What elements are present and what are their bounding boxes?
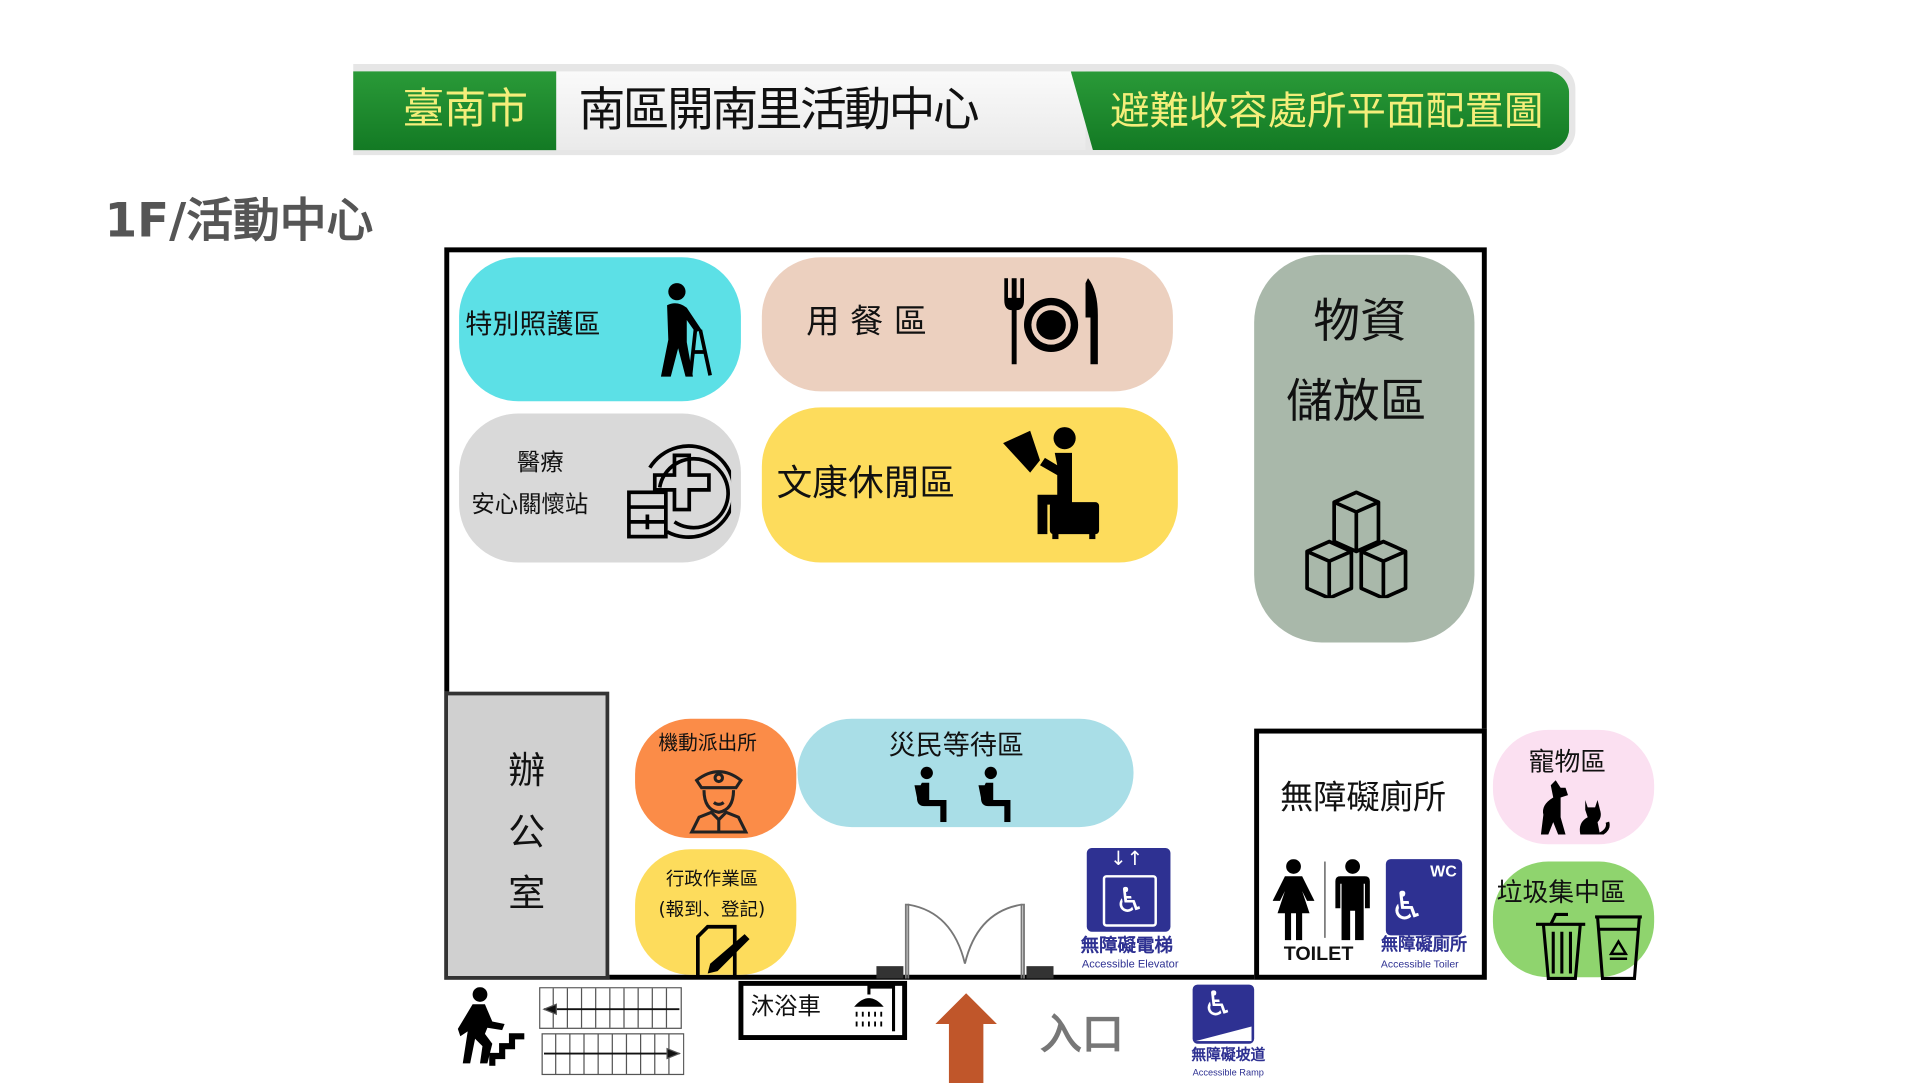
medical-cross-icon [627,444,732,539]
entrance-label: 入口 [1040,1010,1124,1060]
entrance-arrow-icon [935,993,997,1083]
zone-garbage [1492,861,1655,978]
ramp-label-en: Accessible Ramp [1192,1067,1264,1079]
person-climbing-stairs-icon [457,987,525,1066]
recreation-label: 文康休閒區 [776,461,956,504]
wheelchair-icon: ♿ [1102,875,1157,927]
banner-plan-title: 避難收容處所平面配置圖 [1110,87,1544,135]
seated-person-icon [978,766,1011,823]
wheelchair-icon: ♿ [1389,882,1425,930]
ramp-slope-icon [1195,1026,1252,1042]
trash-recycle-icon [1536,912,1642,981]
person-reading-icon [1003,427,1100,540]
toilet-label: TOILET [1283,944,1354,965]
zone-dining [761,257,1173,392]
office-label-2: 公 [508,811,546,855]
staircase [539,987,685,1076]
pet-label: 寵物區 [1528,747,1607,777]
elevator-label-en: Accessible Elevator [1081,957,1179,970]
police-label: 機動派出所 [658,731,757,755]
wc-label: WC [1430,861,1457,881]
shower-truck-label: 沐浴車 [750,993,821,1021]
banner-city-block [353,71,557,151]
elevator-arrows-icon: ↓↑ [1110,846,1144,871]
zone-admin [635,849,797,975]
ramp-label-cn: 無障礙坡道 [1191,1046,1266,1064]
plate-cutlery-icon [1004,278,1098,365]
medical-label-1: 醫療 [516,449,564,477]
admin-label-2: (報到、登記) [658,898,766,921]
accessible-elevator-sign: ↓↑ ♿ [1086,846,1171,932]
accessible-toilet-label-en: Accessible Toiler [1380,957,1459,970]
edit-document-icon [696,924,750,979]
banner-venue-block [556,71,1086,151]
building-outline [444,247,1487,980]
toilet-divider [1324,861,1326,938]
special-care-label: 特別照護區 [465,310,601,341]
storage-label-2: 儲放區 [1286,374,1427,429]
admin-label-1: 行政作業區 [665,867,759,890]
restroom-label: 無障礙廁所 [1280,779,1447,818]
boxes-icon [1305,490,1408,599]
banner-city: 臺南市 [402,84,529,135]
storage-label-1: 物資 [1313,294,1407,349]
elderly-walker-icon [660,283,712,377]
dining-label: 用 餐 區 [806,302,927,341]
zone-storage [1254,254,1475,643]
floor-label: 1F/活動中心 [104,193,374,248]
banner-venue: 南區開南里活動中心 [578,82,979,137]
header-banner: 臺南市 南區開南里活動中心 避難收容處所平面配置圖 [353,64,1576,156]
office-room [444,691,610,980]
zone-pet [1492,729,1655,845]
zone-recreation [761,407,1178,563]
zone-waiting [797,718,1134,828]
accessible-toilet-label-cn: 無障礙廁所 [1380,935,1468,956]
elevator-label-cn: 無障礙電梯 [1080,934,1173,957]
garbage-label: 垃圾集中區 [1496,877,1626,908]
restroom-room [1254,728,1487,980]
male-toilet-icon [1335,859,1370,941]
pet-dog-cat-icon [1540,780,1610,835]
seated-person-icon [914,766,947,823]
wheelchair-icon: ♿ [1202,984,1234,1025]
medical-label-2: 安心關懷站 [471,491,589,519]
shower-icon [854,985,896,1032]
shower-truck-box [738,980,908,1041]
female-toilet-icon [1272,859,1315,941]
accessible-ramp-sign: ♿ [1192,984,1255,1044]
accessible-toilet-sign: WC ♿ [1385,859,1463,936]
office-label-1: 辦 [508,749,546,793]
office-label-3: 室 [508,872,546,916]
entrance-door [876,903,1054,979]
banner-plan-block [1070,71,1570,151]
police-officer-icon [689,770,749,834]
waiting-label: 災民等待區 [888,731,1025,762]
